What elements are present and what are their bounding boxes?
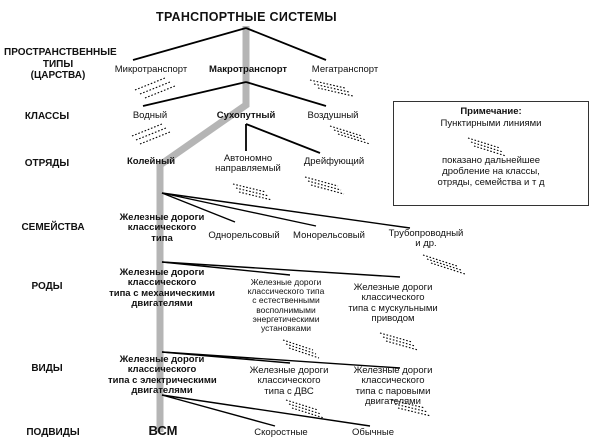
genus-branches [161,261,401,278]
level-species: ВИДЫ [31,363,63,374]
node-water: Водный [132,110,168,121]
subspecies-branches [161,394,371,427]
note-box: Примечание: Пунктирными линиями показано… [393,101,589,206]
node-pipeline: Трубопроводный и др. [388,228,464,250]
diagram-title: ТРАНСПОРТНЫЕ СИСТЕМЫ [156,10,337,24]
main-path-line [156,26,250,432]
node-land: Сухопутный [216,110,276,121]
note-line-2: показано дальнейшее дробление на классы,… [437,155,545,188]
node-autonomous: Автономно направляемый [215,153,281,175]
node-steam-engines: Железные дороги классического типа с пар… [353,365,433,407]
level-spatial-types: ПРОСТРАНСТВЕННЫЕ ТИПЫ (ЦАРСТВА) [4,47,117,81]
family-branches [161,192,411,229]
dotted-continuations [131,77,507,419]
node-ice-engines: Железные дороги классического типа с ДВС [249,365,329,397]
note-line-1: Пунктирными линиями [440,118,542,129]
level-classes: КЛАССЫ [24,111,70,122]
spatial-branches [132,27,327,61]
node-micro-transport: Микротранспорт [114,64,188,75]
node-regular: Обычные [352,427,394,438]
level-orders: ОТРЯДЫ [24,158,70,169]
level-genera: РОДЫ [31,281,63,292]
node-muscle-drive: Железные дороги классического типа с мус… [348,282,438,324]
order-branches [245,123,321,154]
node-rail-bound: Колейный [126,156,176,167]
node-fast: Скоростные [254,427,308,438]
class-branches [142,81,327,107]
node-electric-engines: Железные дороги классического типа с эле… [108,354,217,396]
node-natural-energy: Железные дороги классического типа с ест… [247,277,325,333]
node-vsm: ВСМ [148,423,178,438]
node-mechanical-engines: Железные дороги классического типа с мех… [109,267,215,309]
node-mega-transport: Мегатранспорт [311,64,379,75]
node-air: Воздушный [307,110,359,121]
level-families: СЕМЕЙСТВА [21,222,85,233]
level-subspecies: ПОДВИДЫ [26,427,80,438]
node-classic-rail: Железные дороги классического типа [119,212,205,244]
species-branches [161,351,401,369]
node-single-rail: Однорельсовый [208,230,280,241]
node-macro-transport: Макротранспорт [208,64,288,75]
node-drifting: Дрейфующий [303,156,365,167]
note-title: Примечание: [460,106,522,117]
node-monorail: Монорельсовый [293,230,365,241]
